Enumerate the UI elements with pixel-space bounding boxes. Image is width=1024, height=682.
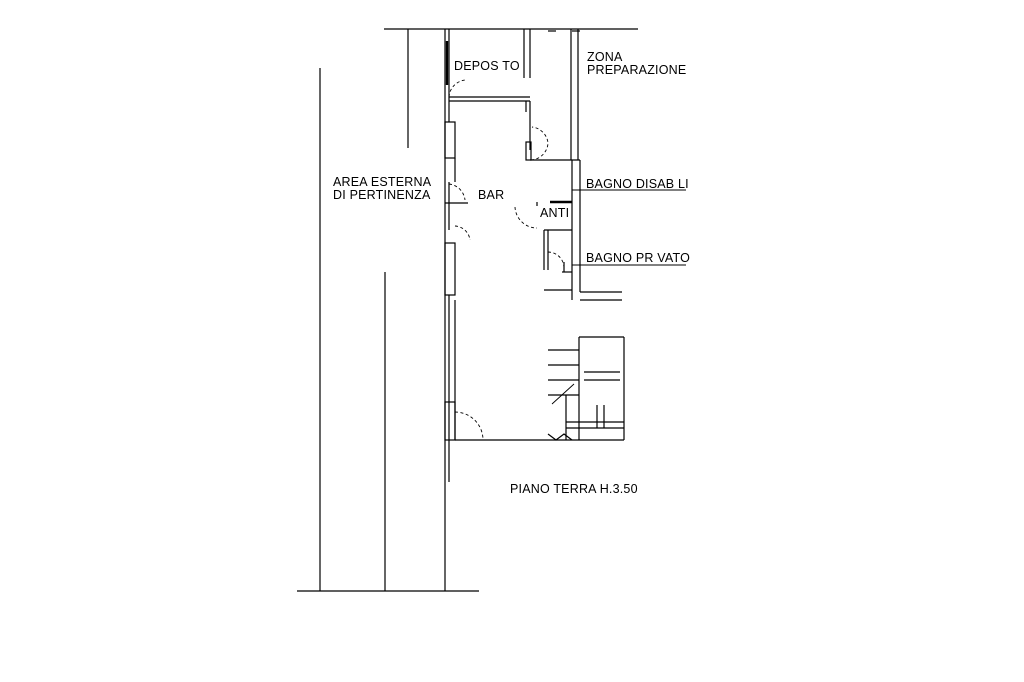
label-area-line2: DI PERTINENZA bbox=[333, 188, 431, 202]
label-anti: ANTI bbox=[540, 206, 569, 220]
label-bar: BAR bbox=[478, 188, 504, 202]
label-bagno-disabili: BAGNO DISAB LI bbox=[586, 177, 689, 191]
prep-zone-walls bbox=[525, 29, 580, 161]
label-piano-terra: PIANO TERRA H.3.50 bbox=[510, 482, 638, 496]
label-bagno-privato: BAGNO PR VATO bbox=[586, 251, 690, 265]
label-zona-line1: ZONA bbox=[587, 50, 623, 64]
label-area-line1: AREA ESTERNA bbox=[333, 175, 432, 189]
bathrooms-block bbox=[514, 160, 686, 301]
room-labels: DEPOS TO ZONA PREPARAZIONE AREA ESTERNA … bbox=[333, 50, 690, 496]
west-door-swings bbox=[448, 183, 548, 441]
label-zona-line2: PREPARAZIONE bbox=[587, 63, 686, 77]
storage-room bbox=[448, 29, 531, 150]
label-deposito: DEPOS TO bbox=[454, 59, 520, 73]
site-boundary bbox=[297, 28, 638, 592]
west-wall bbox=[444, 29, 468, 591]
staircase bbox=[547, 336, 625, 441]
